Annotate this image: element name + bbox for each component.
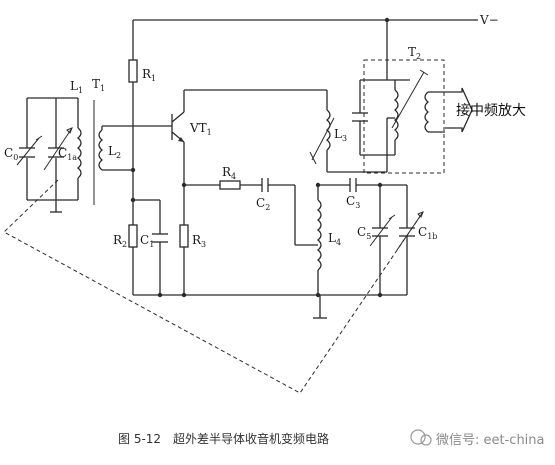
r2-label: R2 — [113, 233, 127, 249]
r3-label: R3 — [192, 233, 206, 249]
coupling-coil-l2 — [98, 125, 172, 171]
transistor-vt1 — [171, 90, 185, 185]
if-transformer-t2 — [326, 50, 445, 174]
collector-path — [184, 89, 328, 110]
l4-label: L4 — [328, 231, 341, 247]
watermark-text: 微信号: eet-china — [436, 433, 545, 448]
figure-caption: 图 5-12 超外差半导体收音机变频电路 — [118, 431, 329, 446]
c1a-label: C1a — [58, 146, 77, 162]
l2-label: L2 — [108, 144, 121, 160]
bias-network — [128, 185, 189, 295]
vt1-label: VT1 — [189, 121, 212, 137]
watermark: 微信号: eet-china — [410, 429, 545, 448]
c1b-label: C1b — [418, 225, 437, 241]
output-label: 接中频放大 — [456, 102, 526, 119]
r4-label: R4 — [222, 165, 236, 181]
r1-label: R1 — [142, 67, 156, 83]
l3-label: L3 — [334, 127, 347, 143]
supply-rail — [132, 19, 478, 60]
antenna-tank — [16, 97, 95, 213]
emitter-network — [184, 178, 318, 246]
c2-label: C2 — [256, 196, 270, 212]
ground-bus — [133, 294, 407, 319]
t1-label: T1 — [92, 77, 105, 93]
t2-label: T2 — [408, 45, 421, 61]
ganged-tuning-link — [3, 179, 424, 394]
c0-label: C0 — [4, 146, 18, 162]
feedback-coil-l3 — [309, 109, 335, 165]
c3-label: C3 — [346, 194, 360, 210]
resistor-r1 — [128, 59, 138, 185]
l1-label: L1 — [70, 79, 83, 95]
junctions — [130, 17, 390, 298]
c1-label: C1 — [140, 233, 154, 249]
output-arrow — [445, 87, 473, 133]
v-supply-label: V− — [479, 13, 499, 27]
c5-label: C5 — [357, 225, 371, 241]
